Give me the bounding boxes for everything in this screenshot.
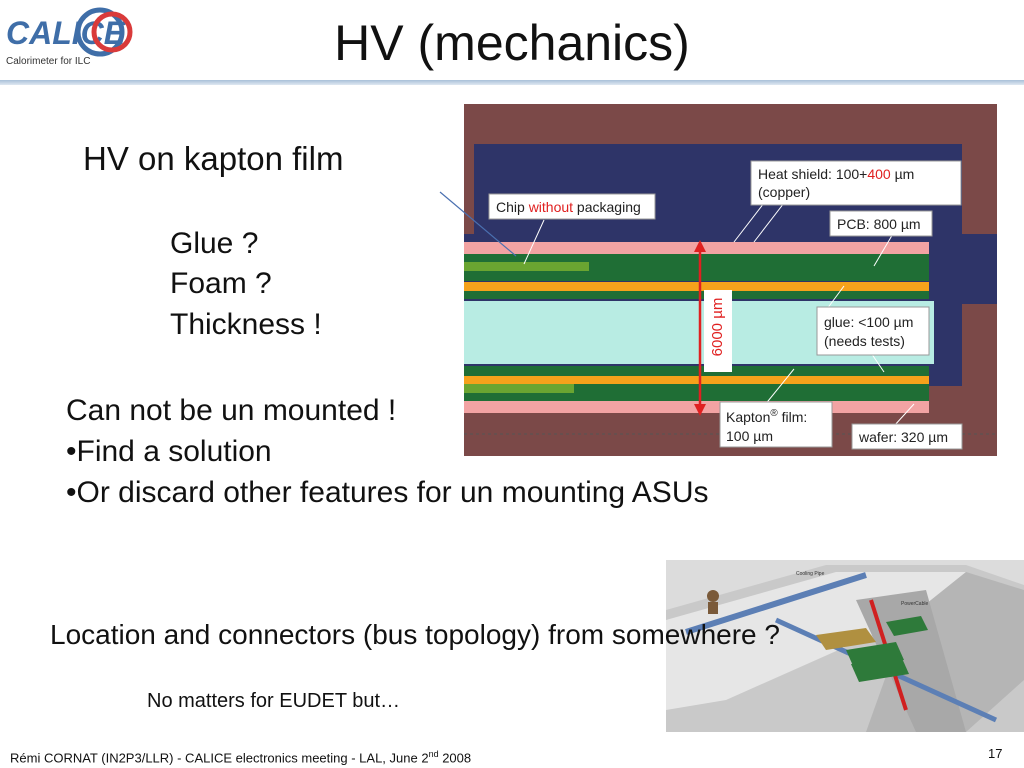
svg-text:wafer: 320 µm: wafer: 320 µm xyxy=(858,429,948,445)
frame-top xyxy=(464,104,997,122)
logo-letters: CALICE xyxy=(6,15,127,51)
person-figure xyxy=(707,590,719,602)
svg-text:(needs tests): (needs tests) xyxy=(824,333,905,349)
chip-bottom xyxy=(464,384,574,393)
calice-logo: CALICE Calorimeter for ILC xyxy=(4,4,136,70)
svg-text:PowerCable: PowerCable xyxy=(901,601,928,607)
footer-text: Rémi CORNAT (IN2P3/LLR) - CALICE electro… xyxy=(10,745,471,767)
cooling-pipe xyxy=(685,572,867,635)
logo-ring-red xyxy=(91,11,133,53)
thickness-label-box xyxy=(704,290,732,372)
svg-text:Cooling Pipe: Cooling Pipe xyxy=(796,571,825,577)
svg-text:Kapton® film:: Kapton® film: xyxy=(726,408,807,425)
bullet-discard-features: •Or discard other features for un mounti… xyxy=(66,476,709,509)
question-glue: Glue ? xyxy=(170,227,259,260)
bullet-find-solution: •Find a solution xyxy=(66,435,272,468)
svg-text:Chip without packaging: Chip without packaging xyxy=(496,199,641,215)
asu-board xyxy=(816,628,876,650)
unmount-note: Can not be un mounted ! xyxy=(66,394,397,427)
question-thickness: Thickness ! xyxy=(170,308,322,341)
pcb-top-1 xyxy=(464,254,929,262)
label-kapton: Kapton® film: 100 µm xyxy=(719,401,833,448)
svg-text:100 µm: 100 µm xyxy=(726,428,773,444)
chip-top xyxy=(464,262,589,271)
location-line: Location and connectors (bus topology) f… xyxy=(50,619,780,650)
header-divider xyxy=(0,80,1024,85)
subtitle: HV on kapton film xyxy=(83,140,344,177)
footer-superscript: nd xyxy=(428,749,439,759)
svg-text:Heat shield: 100+400 µm: Heat shield: 100+400 µm xyxy=(758,166,914,182)
page-number: 17 xyxy=(988,746,1003,761)
label-glue: glue: <100 µm (needs tests) xyxy=(816,306,930,356)
label-chip: Chip without packaging xyxy=(488,193,656,220)
eudet-note: No matters for EUDET but… xyxy=(147,690,401,712)
footer-main: Rémi CORNAT (IN2P3/LLR) - CALICE electro… xyxy=(10,750,429,766)
detector-3d-render: Cooling Pipe PowerCable xyxy=(666,560,1024,732)
pcb-top-2 xyxy=(464,271,929,281)
glue-top xyxy=(464,282,929,291)
page-title: HV (mechanics) xyxy=(334,15,690,71)
svg-text:(copper): (copper) xyxy=(758,184,810,200)
svg-text:PCB: 800 µm: PCB: 800 µm xyxy=(837,216,921,232)
label-pcb: PCB: 800 µm xyxy=(829,210,933,237)
logo-tagline: Calorimeter for ILC xyxy=(6,56,90,67)
pcb-bottom-1 xyxy=(464,366,929,376)
thickness-label: 6000 µm xyxy=(709,298,726,357)
question-foam: Foam ? xyxy=(170,267,272,300)
label-wafer: wafer: 320 µm xyxy=(851,423,963,450)
footer-year: 2008 xyxy=(438,750,472,766)
svg-text:glue: <100 µm: glue: <100 µm xyxy=(824,314,913,330)
cross-section-diagram: 6000 µm Chip without packaging Heat shie… xyxy=(464,104,997,456)
glue-bottom xyxy=(464,376,929,384)
label-heat-shield: Heat shield: 100+400 µm (copper) xyxy=(750,160,962,206)
logo-ring xyxy=(75,7,125,57)
